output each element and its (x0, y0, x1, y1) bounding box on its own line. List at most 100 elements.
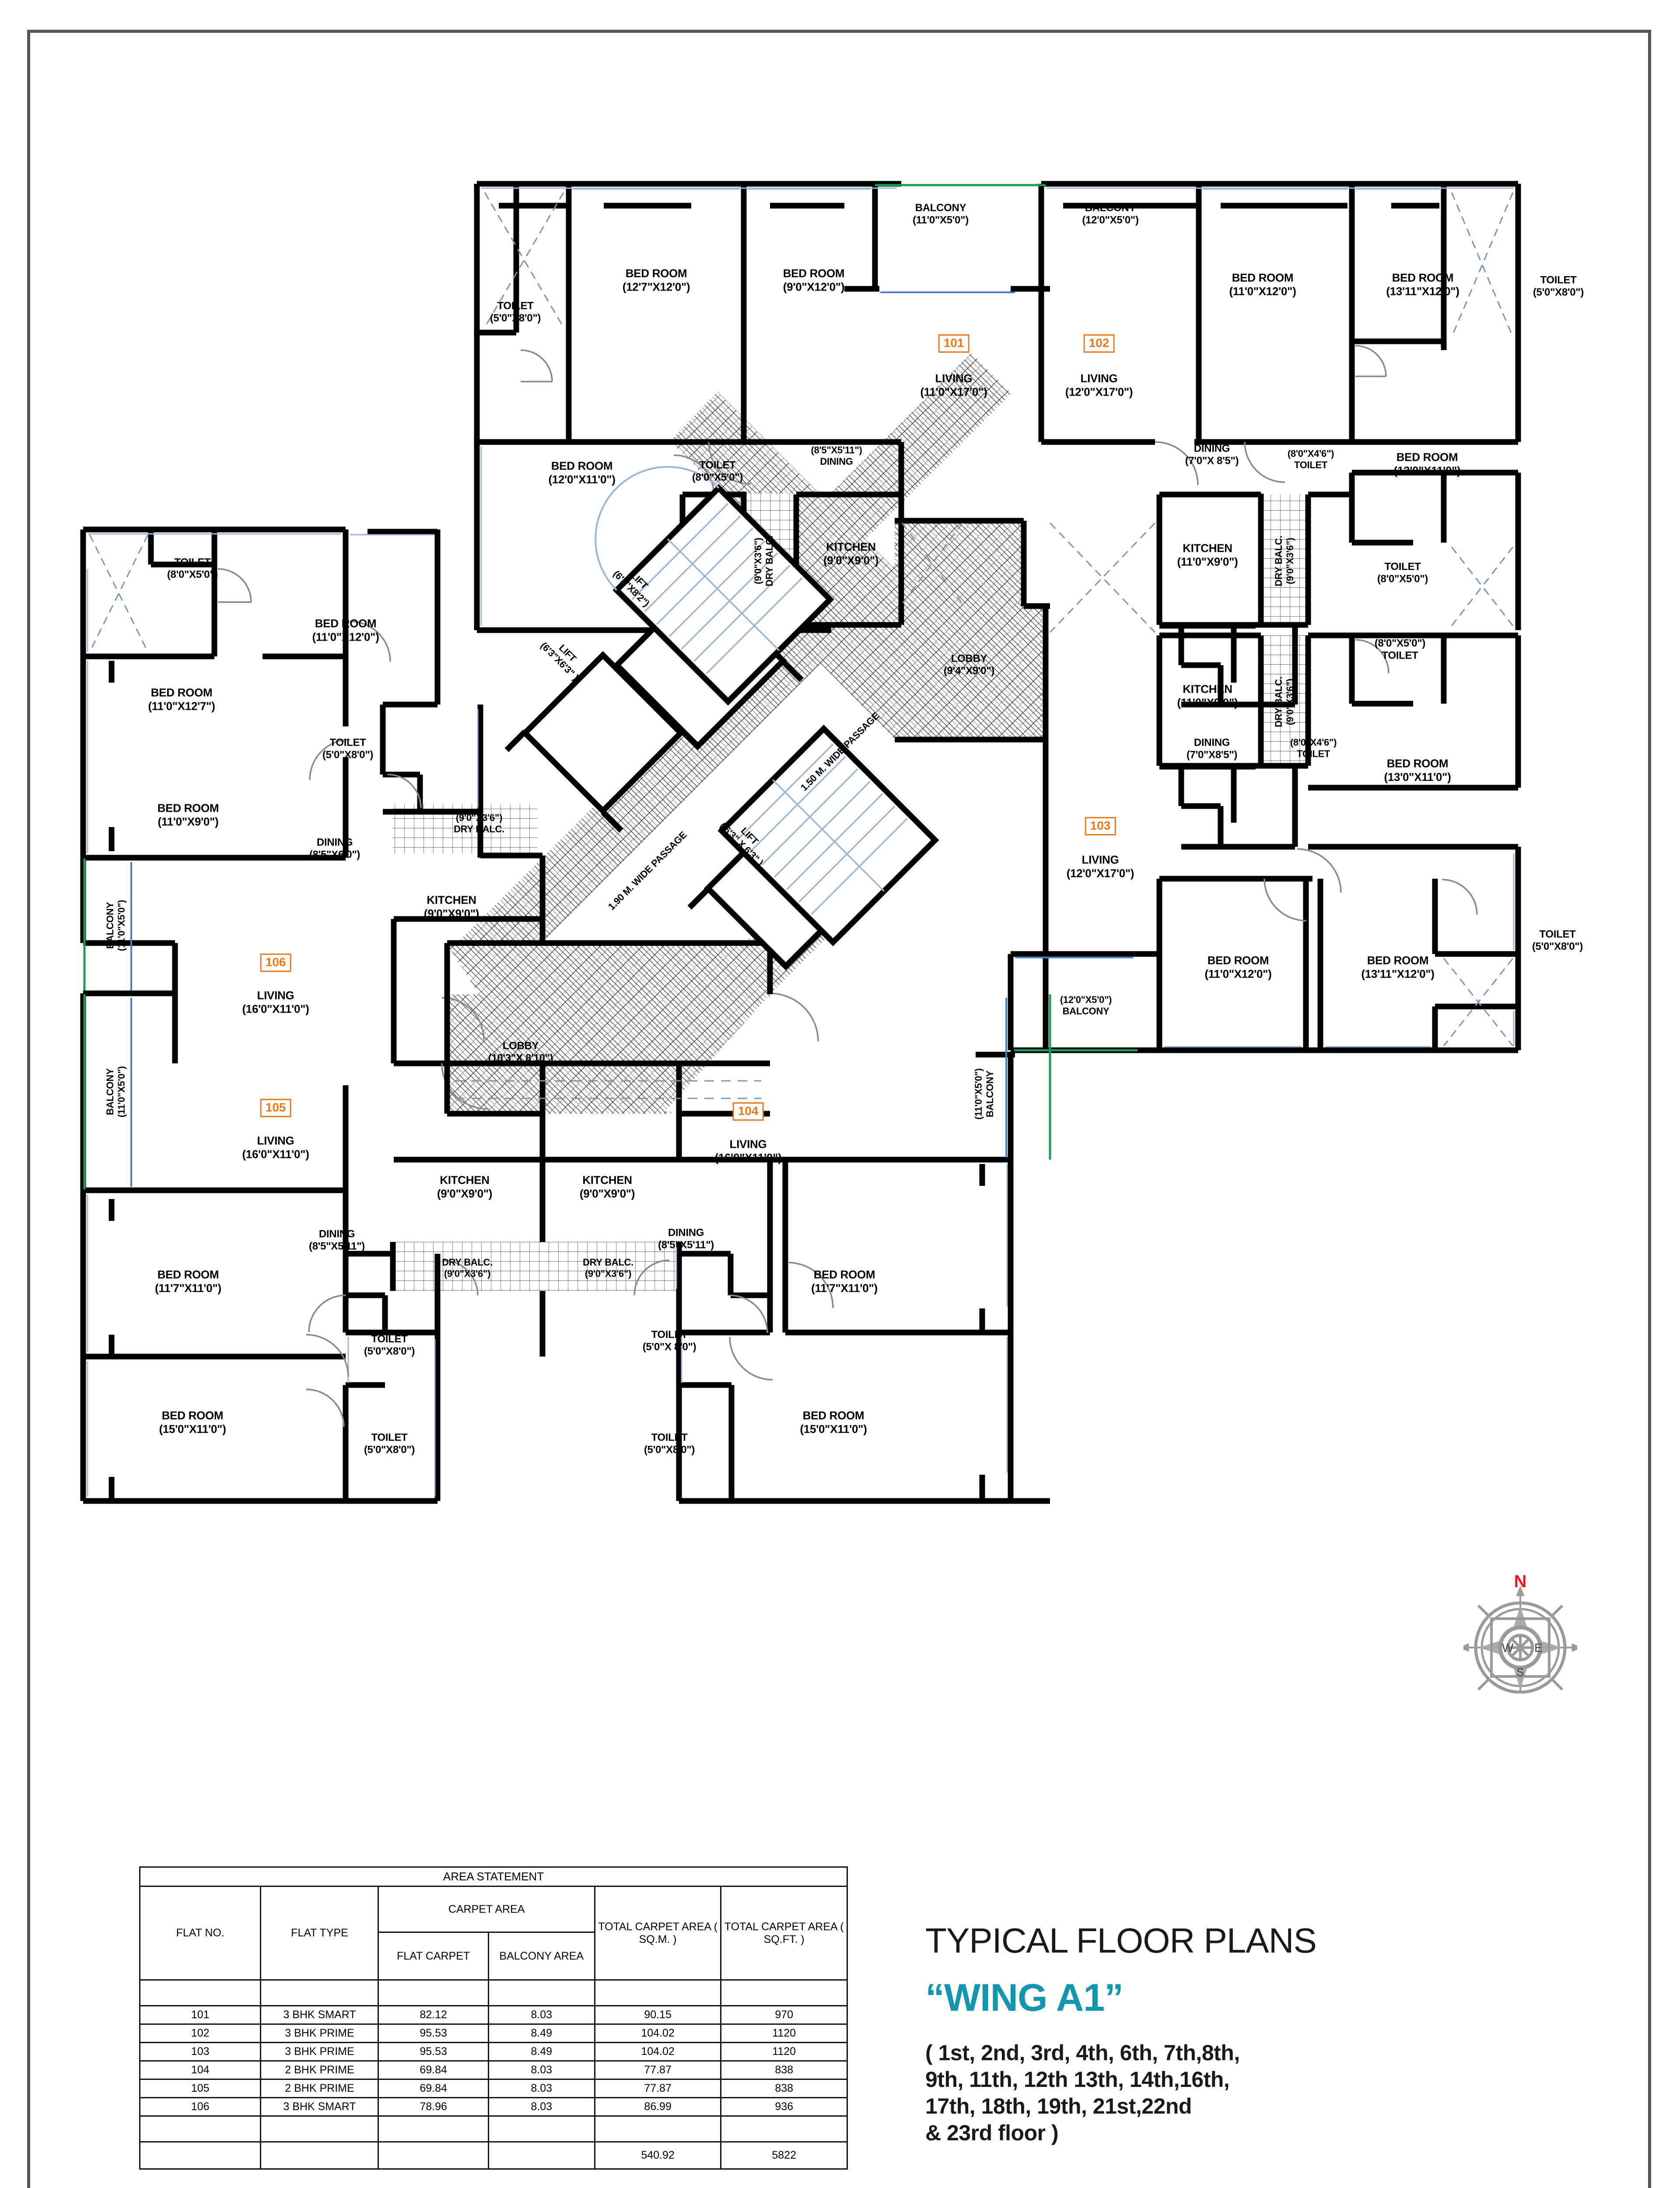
floors-note: ( 1st, 2nd, 3rd, 4th, 6th, 7th,8th, 9th,… (925, 2041, 1240, 2145)
cell-balcony-area: 8.03 (487, 2097, 595, 2117)
room-label-103-bedroom-3: BED ROOM(13'11"X12'0") (1361, 954, 1435, 980)
cell-total-sqm: 86.99 (594, 2097, 722, 2117)
room-label-102-dining: DINING(7'0"X 8'5") (1185, 442, 1239, 467)
room-label-105-dry-balcony: DRY BALC.(9'0"X3'6") (442, 1257, 493, 1279)
cell-total-sqft: 936 (720, 2097, 848, 2117)
room-label-105-living: LIVING(16'0"X11'0") (242, 1134, 309, 1161)
spacer-cell (720, 2115, 848, 2142)
cell-flat-carpet: 95.53 (378, 2042, 489, 2062)
cell-total-sqm: 90.15 (594, 2005, 722, 2025)
room-label-105-bedroom-2: BED ROOM(15'0"X11'0") (159, 1409, 226, 1435)
col-total-sqft: TOTAL CARPET AREA ( SQ.FT. ) (720, 1886, 848, 1981)
room-label-101-toilet-mid: TOILET(8'0"X5'0") (692, 459, 743, 484)
spacer-cell (139, 1979, 262, 2006)
room-label-103-living: LIVING(12'0"X17'0") (1066, 853, 1134, 880)
page-title: TYPICAL FLOOR PLANS (925, 1921, 1317, 1960)
room-label-103-toilet-mid: (8'0"X4'6")TOILET (1290, 737, 1337, 759)
room-label-101-balcony: BALCONY(11'0"X5'0") (913, 202, 969, 226)
flat-badge-103[interactable]: 103 (1085, 817, 1116, 835)
compass-rose-icon: W E S (1458, 1585, 1582, 1710)
cell-flat-no: 104 (139, 2060, 262, 2080)
room-label-105-balcony: BALCONY(11'0"X5'0") (105, 1066, 127, 1118)
cell-total-sqft: 970 (720, 2005, 848, 2025)
room-label-102-toilet-mid: (8'0"X4'6")TOILET (1287, 448, 1334, 470)
table-row: 104 2 BHK PRIME 69.84 8.03 77.87 838 (139, 2060, 848, 2080)
compass-south-label: S (1516, 1666, 1524, 1679)
room-label-104-balcony: (11'0"X5'0")BALCONY (973, 1068, 995, 1120)
room-label-104-kitchen: KITCHEN(9'0"X9'0") (579, 1173, 635, 1200)
room-label-106-toilet-mid: TOILET(5'0"X8'0") (322, 736, 374, 761)
cell-flat-carpet: 69.84 (378, 2060, 489, 2080)
room-label-103-bedroom-1: BED ROOM(13'0"X11'0") (1384, 757, 1451, 783)
table-row: 106 3 BHK SMART 78.96 8.03 86.99 936 (139, 2097, 848, 2117)
cell-total-sqm: 104.02 (594, 2042, 722, 2062)
flat-badge-105[interactable]: 105 (260, 1099, 291, 1117)
spacer-cell (378, 2115, 489, 2142)
room-label-104-toilet-1: TOILET(5'0"X 8'0") (642, 1329, 696, 1353)
room-label-105-bedroom-1: BED ROOM(11'7"X11'0") (155, 1268, 221, 1294)
room-label-102-dry-balcony: DRY BALC.(9'0"X3'6") (1273, 536, 1295, 586)
cell-flat-no: 103 (139, 2042, 262, 2062)
cell-total-sqm: 104.02 (594, 2023, 722, 2043)
cell-balcony-area: 8.49 (487, 2023, 595, 2043)
compass-west-label: W (1502, 1641, 1514, 1655)
cell-total-sqft: 1120 (720, 2042, 848, 2062)
cell-total-sqm: 77.87 (594, 2060, 722, 2080)
room-label-102-toilet-ne: TOILET(5'0"X8'0") (1533, 274, 1584, 298)
cell-balcony-area: 8.03 (487, 2079, 595, 2098)
spacer-cell (487, 2115, 595, 2142)
title-block: TYPICAL FLOOR PLANS “WING A1” ( 1st, 2nd… (925, 1923, 1472, 2146)
room-label-102-balcony: BALCONY(12'0"X5'0") (1082, 202, 1139, 226)
cell-flat-no: 102 (139, 2023, 262, 2043)
cell-total-sqft: 1120 (720, 2023, 848, 2043)
table-row: 103 3 BHK PRIME 95.53 8.49 104.02 1120 (139, 2042, 848, 2062)
room-label-103-toilet-se: TOILET(5'0"X8'0") (1532, 928, 1583, 953)
spacer-cell (139, 2115, 262, 2142)
room-label-103-bedroom-2: BED ROOM(11'0"X12'0") (1204, 954, 1272, 980)
spacer-cell (260, 2141, 379, 2170)
room-label-103-balcony: (12'0"X5'0")BALCONY (1060, 994, 1112, 1017)
room-label-102-bedroom-2: BED ROOM(13'11"X12'0") (1386, 271, 1460, 298)
spacer-cell (594, 1979, 722, 2006)
room-label-103-kitchen: KITCHEN(11'0"X9'0") (1177, 682, 1238, 709)
flat-badge-106[interactable]: 106 (260, 954, 291, 972)
room-label-102-living: LIVING(12'0"X17'0") (1065, 372, 1133, 398)
col-carpet-area: CARPET AREA (378, 1886, 595, 1933)
room-label-105-toilet-2: TOILET(5'0"X8'0") (364, 1431, 415, 1456)
area-statement-table: AREA STATEMENT FLAT NO. FLAT TYPE CARPET… (139, 1866, 848, 2170)
area-statement-title: AREA STATEMENT (139, 1866, 848, 1887)
table-row: 105 2 BHK PRIME 69.84 8.03 77.87 838 (139, 2079, 848, 2098)
room-label-101-bedroom-2: BED ROOM(9'0"X12'0") (783, 266, 845, 293)
col-flat-carpet: FLAT CARPET (378, 1932, 489, 1981)
flat-badge-101[interactable]: 101 (938, 334, 970, 353)
flat-badge-102[interactable]: 102 (1083, 334, 1115, 353)
room-label-105-kitchen: KITCHEN(9'0"X9'0") (437, 1173, 493, 1200)
spacer-cell (720, 1979, 848, 2006)
room-label-106-living: LIVING(16'0"X11'0") (242, 989, 309, 1015)
room-label-105-dining: DINING(8'5"X5'11") (309, 1228, 365, 1252)
cell-grand-total-sqft: 5822 (720, 2141, 848, 2170)
room-label-105-toilet-1: TOILET(5'0"X8'0") (364, 1333, 415, 1357)
cell-flat-type: 3 BHK PRIME (260, 2023, 379, 2043)
floor-plan-drawing (80, 181, 1521, 1504)
room-label-104-bedroom-2: BED ROOM(15'0"X11'0") (800, 1409, 867, 1435)
room-label-102-bedroom-3: BED ROOM(13'0"X11'0") (1393, 450, 1461, 477)
cell-flat-type: 3 BHK SMART (260, 2005, 379, 2025)
room-label-101-bedroom-3: BED ROOM(12'0"X11'0") (548, 459, 616, 486)
table-row: 102 3 BHK PRIME 95.53 8.49 104.02 1120 (139, 2023, 848, 2043)
cell-grand-total-sqm: 540.92 (594, 2141, 722, 2170)
room-label-104-living: LIVING(16'0"X11'0") (714, 1137, 782, 1164)
flat-badge-104[interactable]: 104 (732, 1102, 764, 1121)
room-label-101-living: LIVING(11'0"X17'0") (920, 372, 987, 398)
room-label-106-bedroom-3: BED ROOM(11'0"X9'0") (157, 801, 219, 828)
room-label-106-dining: DINING(8'5"X6'0") (309, 836, 360, 861)
room-label-104-dining: DINING(8'5"X5'11") (658, 1227, 714, 1251)
room-label-103-dry-balcony: DRY BALC.(9'0"X3'6") (1273, 677, 1295, 727)
cell-flat-no: 101 (139, 2005, 262, 2025)
spacer-cell (378, 2141, 489, 2170)
cell-flat-type: 3 BHK SMART (260, 2097, 379, 2117)
table-row: 101 3 BHK SMART 82.12 8.03 90.15 970 (139, 2005, 848, 2025)
col-flat-no: FLAT NO. (139, 1886, 262, 1981)
room-label-102-kitchen: KITCHEN(11'0"X9'0") (1177, 541, 1238, 568)
room-label-106-bedroom-1: BED ROOM(11'0"X12'0") (312, 617, 379, 643)
